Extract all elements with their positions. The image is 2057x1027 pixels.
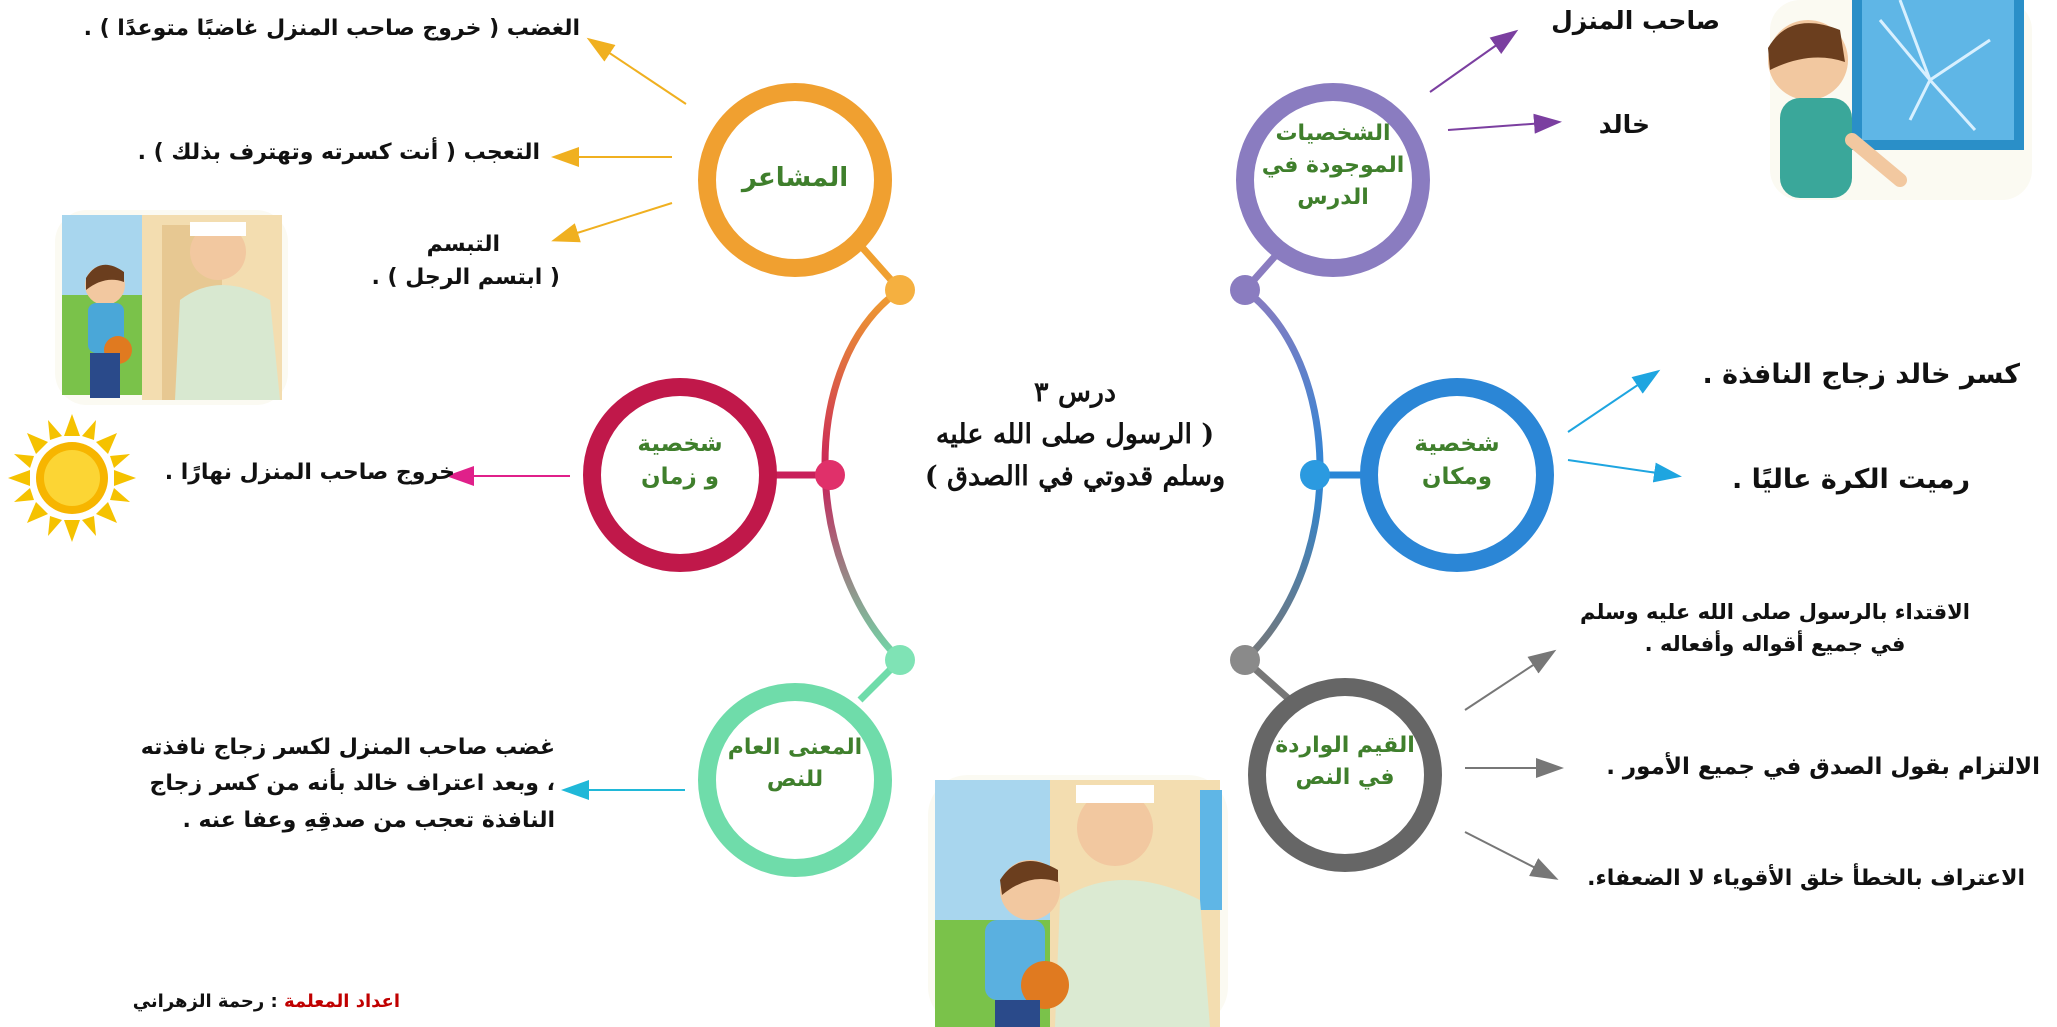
feelings-item-anger: الغضب ( خروج صاحب المنزل غاضبًا متوعدًا … xyxy=(83,16,580,41)
lesson-name-line2: وسلم قدوتي في االصدق ) xyxy=(924,460,1226,492)
characters-item-owner: صاحب المنزل xyxy=(1551,6,1720,35)
arrow-feelings-3 xyxy=(551,202,673,243)
lesson-number: درس ٣ xyxy=(1034,377,1116,408)
feelings-item-surprise: التعجب ( أنت كسرته وتهترف بذلك ) . xyxy=(137,140,540,165)
node-person-time-label: شخصية و زمان xyxy=(637,431,723,491)
arrow-feelings-1 xyxy=(586,37,687,105)
arrow-characters-2 xyxy=(1447,113,1562,134)
person-place-item-2: رميت الكرة عاليًا . xyxy=(1731,464,1970,495)
node-person-place-label: شخصية ومكان xyxy=(1414,431,1500,491)
characters-item-khaled: خالد xyxy=(1598,110,1650,139)
arrow-person-place-2 xyxy=(1567,459,1682,483)
credit-label: اعداد المعلمة xyxy=(283,991,400,1012)
arrow-values-3 xyxy=(1464,831,1559,880)
node-meaning-label: المعنى العام للنص xyxy=(727,735,863,792)
node-meaning-ring xyxy=(698,683,892,877)
man-pointing-boy-illustration xyxy=(928,775,1228,1027)
node-characters-label: الشخصيات الموجودة في الدرس xyxy=(1261,121,1405,210)
credit: اعداد المعلمة : رحمة الزهراني xyxy=(100,988,400,1015)
node-feelings-ring xyxy=(698,83,892,277)
arrow-person-place-1 xyxy=(1567,369,1661,433)
credit-separator: : xyxy=(264,991,284,1012)
node-person-time-ring xyxy=(583,378,777,572)
arrow-characters-1 xyxy=(1429,29,1519,93)
feelings-item-smile: التبسم ( ابتسم الرجل ) . xyxy=(371,232,560,290)
lesson-title: درس ٣ ( الرسول صلى الله عليه وسلم قدوتي … xyxy=(905,372,1245,498)
boy-broken-window-illustration xyxy=(1768,0,2032,200)
lesson-name-line1: ( الرسول صلى الله عليه xyxy=(935,418,1215,450)
person-place-item-1: كسر خالد زجاج النافذة . xyxy=(1702,359,2020,390)
node-values-ring xyxy=(1248,678,1442,872)
meaning-text: غضب صاحب المنزل لكسر زجاج نافذته ، وبعد … xyxy=(140,735,555,833)
man-and-boy-door-illustration xyxy=(55,210,288,405)
right-spine xyxy=(1230,242,1370,703)
arrow-values-1 xyxy=(1464,649,1557,711)
values-item-3: الاعتراف بالخطأ خلق الأقوياء لا الضعفاء. xyxy=(1587,866,2025,891)
values-item-2: الالتزام بقول الصدق في جميع الأمور . xyxy=(1606,754,2040,780)
node-values-label: القيم الواردة في النص xyxy=(1275,733,1415,790)
values-item-1: الاقتداء بالرسول صلى الله عليه وسلم في ج… xyxy=(1579,600,1970,656)
credit-name: رحمة الزهراني xyxy=(132,991,265,1012)
sun-icon xyxy=(8,414,136,542)
node-feelings-label: المشاعر xyxy=(741,163,849,193)
person-time-item: خروج صاحب المنزل نهارًا . xyxy=(164,460,455,485)
node-characters-ring xyxy=(1236,83,1430,277)
node-person-place-ring xyxy=(1360,378,1554,572)
left-spine xyxy=(775,242,915,703)
